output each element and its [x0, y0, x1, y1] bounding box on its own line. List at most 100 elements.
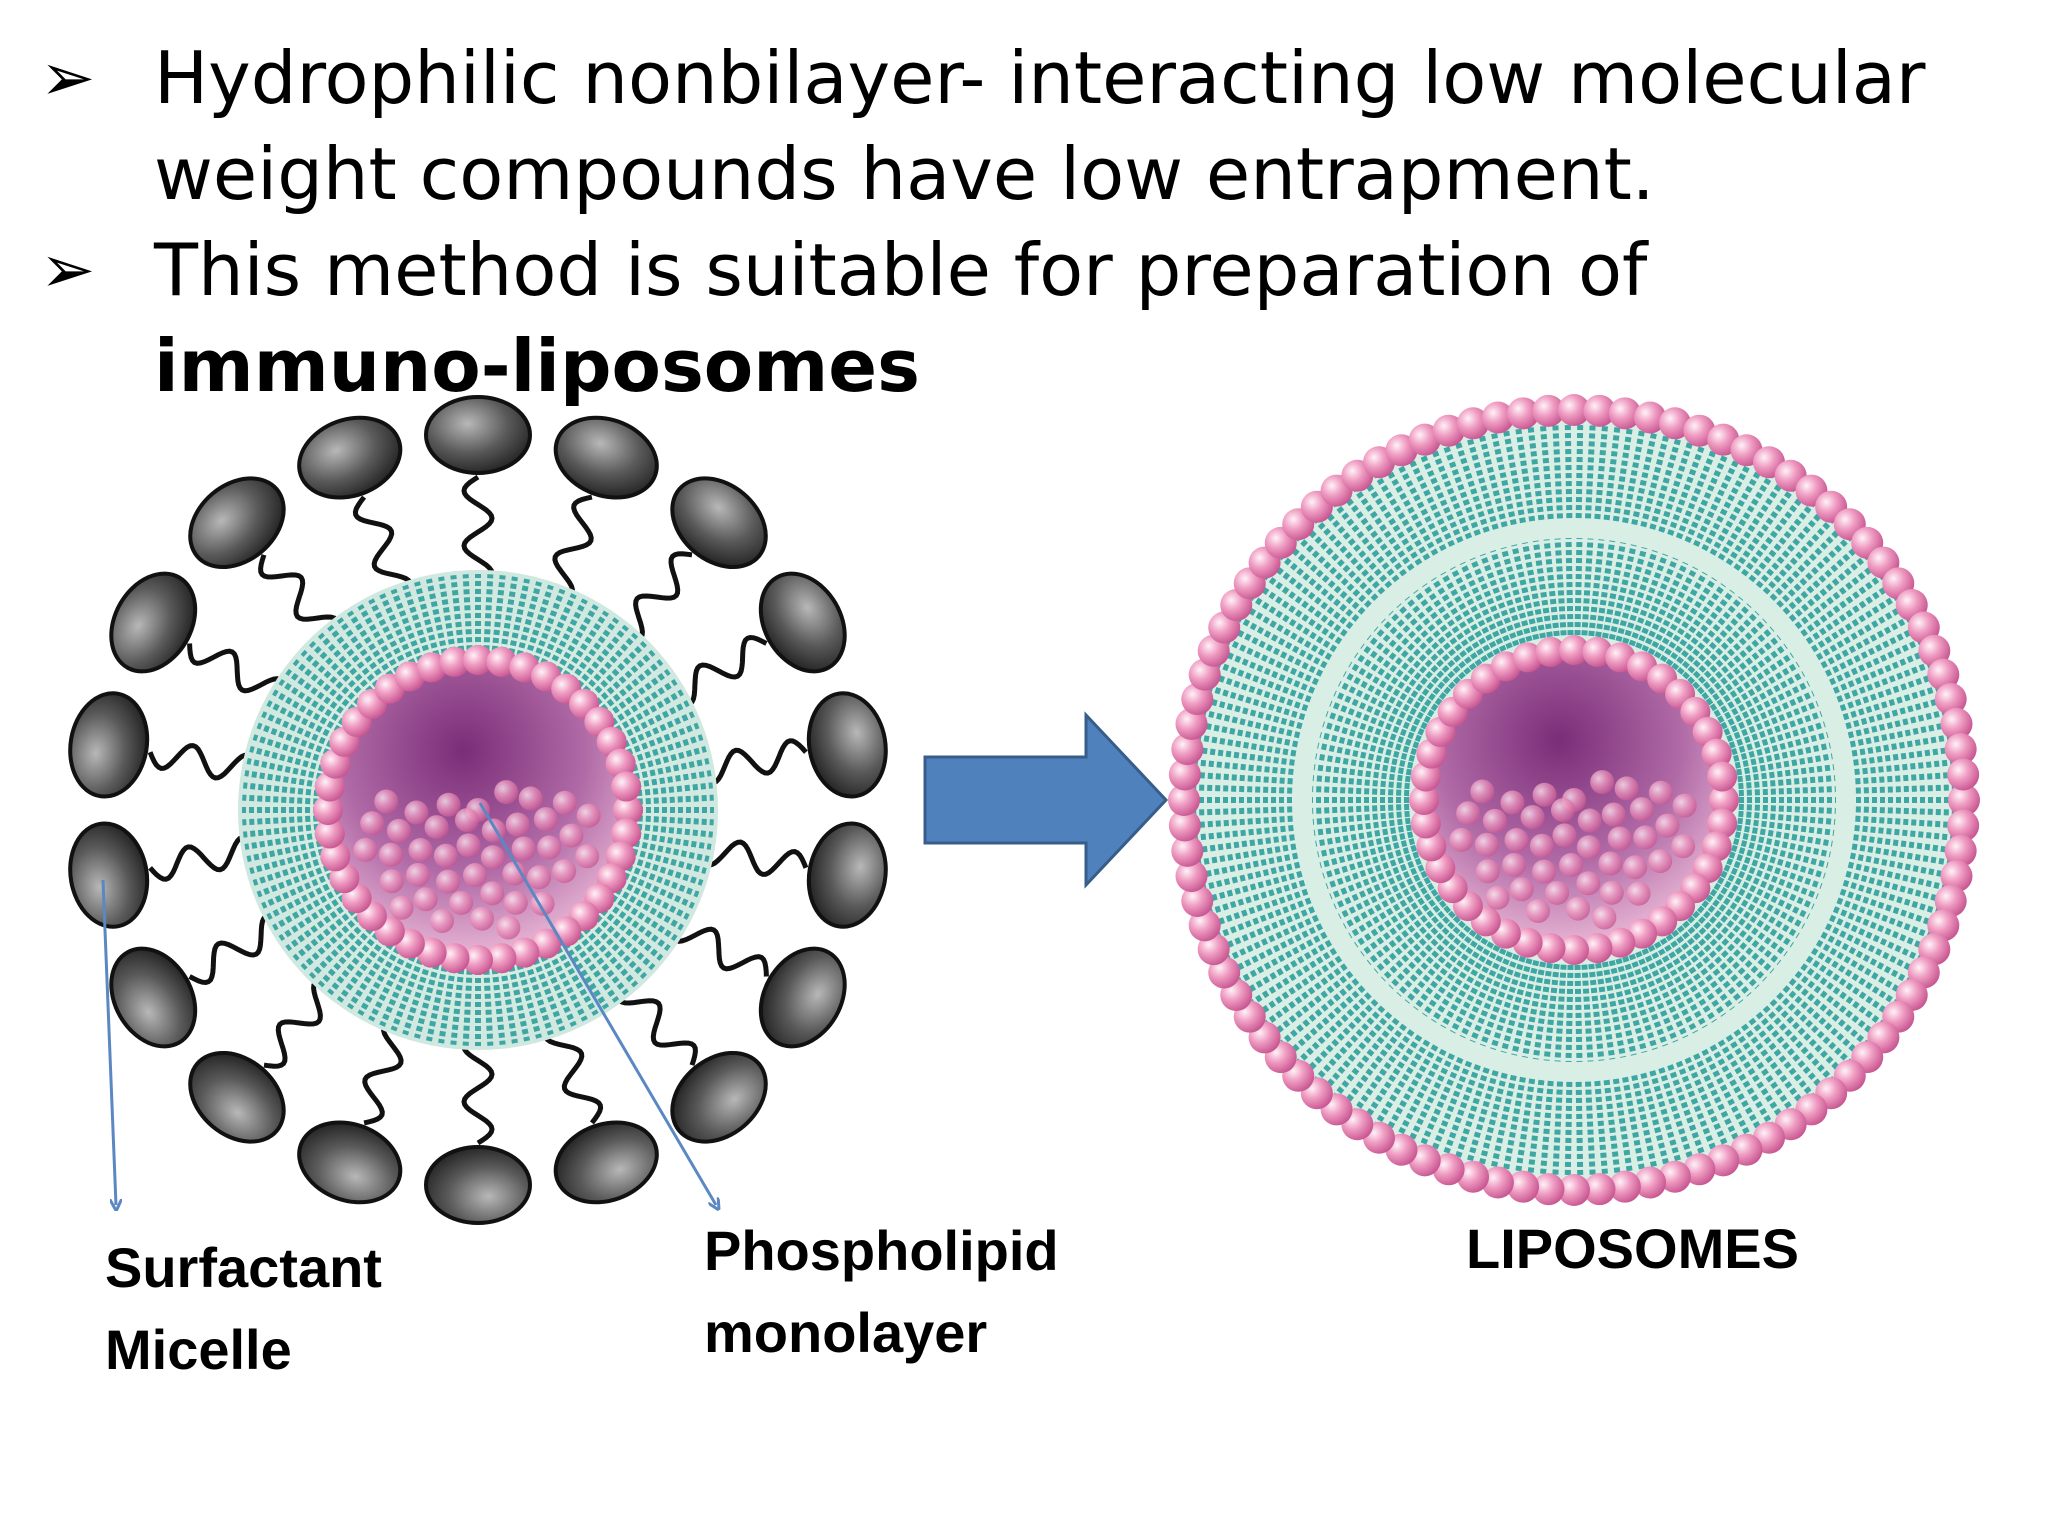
lipid-tail: [1413, 929, 1477, 1011]
lipid-head: [1583, 1173, 1616, 1206]
lipid-tail: [379, 593, 416, 666]
lipid-head: [1504, 828, 1529, 853]
lipid-tail: [1815, 939, 1904, 995]
lipid-tail: [1641, 561, 1689, 652]
lipid-tail: [516, 581, 542, 657]
lipid-tail: [1836, 661, 1931, 703]
lipid-tail: [1280, 554, 1360, 622]
lipid-tail: [1709, 1044, 1763, 1133]
lipid-tail: [1441, 441, 1481, 536]
lipid-tail: [1227, 914, 1319, 962]
lipid-head: [1583, 394, 1616, 427]
lipid-tail: [1527, 422, 1545, 521]
lipid-tail: [1227, 638, 1319, 686]
lipid-tail: [1213, 673, 1309, 712]
lipid-tail: [637, 815, 714, 826]
lipid-head: [1470, 779, 1495, 804]
lipid-tail: [1374, 1039, 1431, 1127]
lipid-tail: [1628, 953, 1669, 1047]
lipid-tail: [524, 961, 554, 1036]
lipid-tail: [1380, 910, 1456, 982]
lipid-tail: [1329, 700, 1422, 743]
lipid-tail: [1696, 626, 1775, 695]
lipid-tail: [1741, 494, 1805, 577]
lipid-tail: [1659, 937, 1717, 1023]
bullet-list: ➢ Hydrophilic nonbilayer- interacting lo…: [40, 30, 2020, 414]
lipid-head: [1532, 859, 1557, 884]
lipid-tail: [1687, 915, 1760, 990]
lipid-tail: [1726, 700, 1819, 743]
lipid-tail: [1845, 870, 1942, 903]
lipid-head: [436, 869, 461, 894]
lipid-tail: [1575, 420, 1584, 519]
lipid-tail: [1667, 441, 1707, 536]
lipid-tail: [1388, 915, 1461, 990]
lipid-head: [1559, 635, 1589, 665]
surfactant-head: [424, 1145, 532, 1225]
lipid-tail: [1675, 446, 1718, 540]
surfactant-tail: [542, 1018, 604, 1125]
lipid-tail: [1676, 925, 1744, 1004]
lipid-tail: [1581, 538, 1594, 636]
lipid-tail: [1595, 962, 1616, 1060]
lipid-head: [1535, 636, 1566, 667]
lipid-tail: [1676, 596, 1744, 675]
lipid-tail: [1595, 540, 1616, 638]
lipid-tail: [626, 864, 700, 898]
lipid-head: [486, 943, 517, 974]
lipid-head: [1927, 658, 1960, 691]
lipid-tail: [1738, 775, 1836, 790]
lipid-tail: [1659, 577, 1717, 663]
lipid-tail: [1511, 959, 1540, 1056]
lipid-tail: [1794, 564, 1876, 630]
lipid-tail: [402, 961, 432, 1036]
lipid-tail: [532, 958, 566, 1032]
lipid-tail: [368, 951, 409, 1022]
lipid-tail: [1640, 1072, 1671, 1170]
lipid-tail: [414, 581, 440, 657]
lipid-head: [1175, 707, 1208, 740]
lipid-tail: [1453, 437, 1490, 533]
surfactant-tail: [187, 643, 288, 699]
lipid-head: [469, 906, 494, 931]
surfactant-tail: [188, 912, 287, 986]
lipid-tail: [1687, 610, 1760, 685]
lipid-tail: [576, 932, 629, 996]
lipid-tail: [582, 926, 639, 988]
lipid-tail: [1601, 542, 1627, 639]
lipid-tail: [622, 711, 695, 748]
lipid-tail: [1319, 838, 1415, 869]
lipid-tail: [1217, 897, 1312, 939]
lipid-head: [1168, 809, 1201, 842]
lipid-tail: [1849, 722, 1948, 748]
bullet-bold-text: immuno-liposomes: [154, 324, 920, 408]
surfactant-pointer-line: [101, 879, 116, 1205]
lipid-head: [1672, 793, 1697, 818]
lipid-tail: [1635, 557, 1679, 650]
lipid-tail: [1720, 680, 1811, 730]
lipid-tail: [1693, 1053, 1741, 1145]
lipid-tail: [1296, 535, 1372, 608]
lipid-tail: [1514, 1078, 1536, 1177]
surfactant-tail: [263, 977, 335, 1069]
lipid-tail: [1195, 759, 1294, 776]
lipid-tail: [368, 598, 409, 669]
lipid-tail: [346, 942, 394, 1010]
lipid-tail: [390, 588, 424, 662]
surfactant-tail: [461, 1030, 495, 1146]
surfactant-head: [109, 571, 198, 674]
lipid-tail: [1649, 1070, 1683, 1166]
lipid-tail: [1552, 1081, 1564, 1180]
lipid-tail: [1684, 450, 1730, 543]
lipid-tail: [1658, 1067, 1695, 1163]
lipid-tail: [1594, 1080, 1609, 1179]
surfactant-head: [758, 571, 847, 674]
lipid-tail: [1554, 964, 1567, 1062]
lipid-tail: [1477, 1072, 1508, 1170]
surfactant-head: [424, 395, 532, 475]
lipid-tail: [589, 921, 647, 979]
lipid-tail: [1314, 518, 1386, 595]
lipid-tail: [402, 584, 432, 659]
lipid-head: [1532, 1173, 1565, 1206]
